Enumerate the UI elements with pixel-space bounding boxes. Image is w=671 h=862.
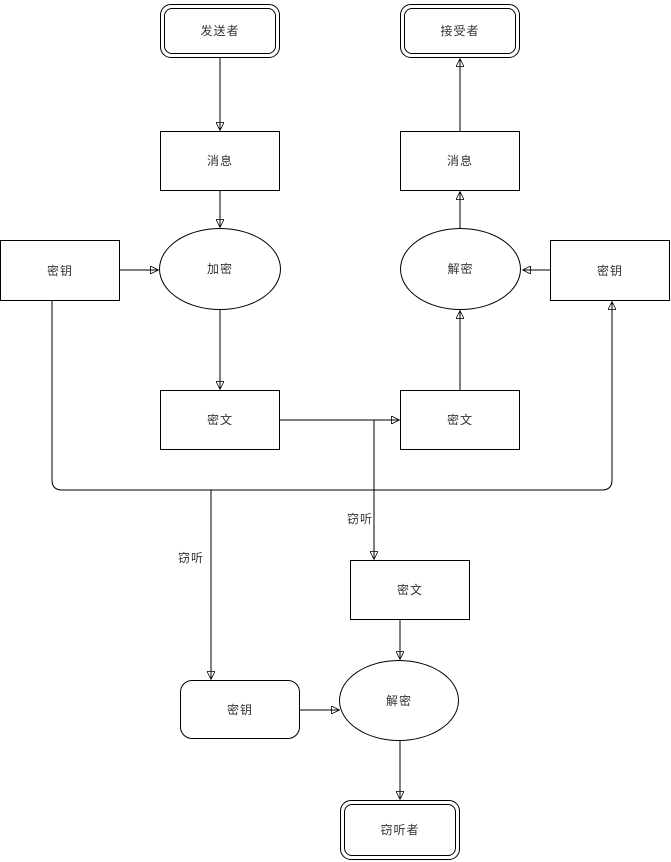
node-eavesdropper: 窃听者 bbox=[340, 800, 460, 860]
node-cipher-right: 密文 bbox=[400, 390, 520, 450]
node-cipher-right-label: 密文 bbox=[446, 413, 473, 427]
node-receiver-label: 接受者 bbox=[440, 24, 480, 38]
node-cipher-tapped-label: 密文 bbox=[396, 583, 423, 597]
node-cipher-tapped: 密文 bbox=[350, 560, 470, 620]
node-message-right: 消息 bbox=[400, 131, 520, 191]
edge-label-eavesdrop-key: 窃听 bbox=[178, 551, 205, 565]
node-sender-inner-border: 发送者 bbox=[164, 8, 276, 54]
node-message-left-label: 消息 bbox=[206, 154, 233, 168]
node-receiver-inner-border: 接受者 bbox=[404, 8, 516, 54]
node-encrypt-label: 加密 bbox=[206, 262, 233, 276]
node-encrypt: 加密 bbox=[159, 228, 281, 310]
node-eavesdropper-inner-border: 窃听者 bbox=[344, 804, 456, 856]
node-decrypt-tapped-label: 解密 bbox=[385, 693, 412, 708]
node-decrypt: 解密 bbox=[400, 228, 521, 310]
node-key-right-label: 密钥 bbox=[596, 263, 623, 278]
node-sender: 发送者 bbox=[160, 4, 280, 58]
node-eavesdropper-label: 窃听者 bbox=[380, 823, 420, 837]
node-cipher-left: 密文 bbox=[160, 390, 280, 450]
node-message-left: 消息 bbox=[160, 131, 280, 191]
node-message-right-label: 消息 bbox=[446, 154, 473, 168]
node-sender-label: 发送者 bbox=[200, 24, 240, 38]
node-key-left-label: 密钥 bbox=[46, 263, 73, 278]
node-cipher-left-label: 密文 bbox=[206, 413, 233, 427]
edge-key-left-to-key-right bbox=[51, 301, 612, 491]
node-key-left: 密钥 bbox=[0, 240, 120, 301]
node-decrypt-label: 解密 bbox=[447, 262, 474, 276]
node-key-tapped: 密钥 bbox=[180, 680, 300, 739]
node-key-tapped-label: 密钥 bbox=[226, 702, 253, 717]
node-key-right: 密钥 bbox=[550, 240, 670, 301]
node-receiver: 接受者 bbox=[400, 4, 520, 58]
edge-label-eavesdrop-cipher: 窃听 bbox=[347, 512, 374, 526]
node-decrypt-tapped: 解密 bbox=[339, 660, 459, 741]
